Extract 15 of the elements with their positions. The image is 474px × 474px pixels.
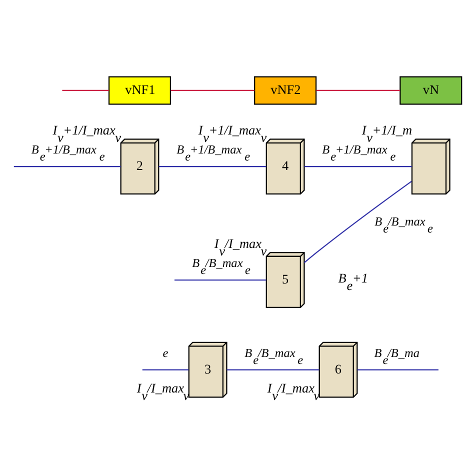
connector (170, 90, 254, 92)
connector (14, 166, 121, 168)
connector (142, 369, 189, 370)
node-box: vNF2 (254, 76, 317, 105)
node-box: vN (400, 76, 462, 105)
connector (316, 90, 400, 92)
connector (226, 369, 320, 370)
connector (304, 180, 412, 264)
connector (357, 369, 438, 370)
connector (62, 90, 109, 92)
connector (158, 166, 266, 168)
connector (304, 166, 412, 168)
edge-label: e (162, 346, 168, 360)
node-box: vNF1 (108, 76, 172, 105)
connector (174, 279, 266, 281)
